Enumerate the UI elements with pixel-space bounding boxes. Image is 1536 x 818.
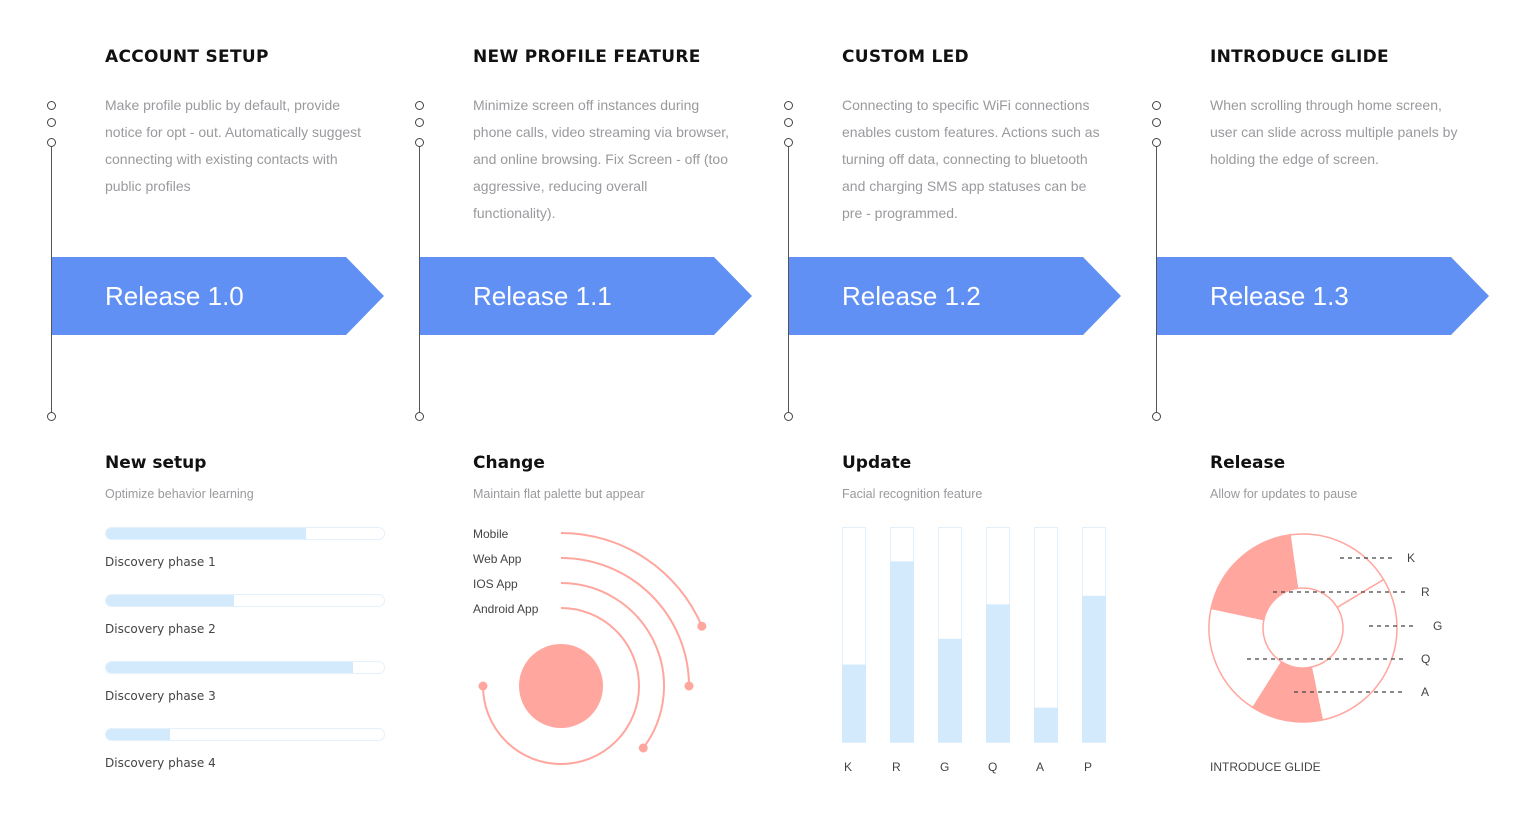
bar-A (1034, 707, 1058, 742)
timeline-node[interactable] (1151, 137, 1161, 147)
column-description: Minimize screen off instances during pho… (473, 97, 730, 221)
center-circle (519, 644, 603, 728)
column-title: ACCOUNT SETUP (105, 47, 269, 67)
release-arrow[interactable]: Release 1.3 (1156, 257, 1489, 335)
bar-track (842, 527, 866, 743)
orbit-dot (478, 681, 488, 691)
phase-label: Discovery phase 4 (105, 756, 216, 770)
phase-label: Discovery phase 3 (105, 689, 216, 703)
bar-P (1082, 595, 1106, 742)
phase-label: Discovery phase 2 (105, 622, 216, 636)
bar-track (938, 527, 962, 743)
timeline-line (787, 142, 789, 416)
platform-label: Android App (473, 602, 539, 616)
timeline-node[interactable] (46, 411, 56, 421)
progress-bar (105, 527, 385, 540)
column-title: INTRODUCE GLIDE (1210, 47, 1389, 67)
bar-axis-label: A (1036, 760, 1045, 774)
bar-axis-label: R (892, 760, 901, 774)
release-subtitle: Allow for updates to pause (1210, 487, 1358, 501)
platform-label: Mobile (473, 527, 509, 541)
bar-track (890, 527, 914, 743)
column-title: NEW PROFILE FEATURE (473, 47, 701, 67)
new_setup-title: New setup (105, 453, 207, 473)
bar-track (986, 527, 1010, 743)
release-label: Release 1.0 (105, 281, 244, 311)
release-label: Release 1.3 (1210, 281, 1349, 311)
timeline-node[interactable] (46, 117, 56, 127)
timeline-node[interactable] (783, 100, 793, 110)
timeline-node[interactable] (783, 117, 793, 127)
donut-label: Q (1421, 652, 1431, 666)
release-arrow[interactable]: Release 1.1 (419, 257, 752, 335)
timeline-node[interactable] (414, 117, 424, 127)
timeline-node[interactable] (1151, 117, 1161, 127)
progress-fill (106, 729, 170, 740)
progress-fill (106, 528, 307, 539)
bar-axis-label: Q (988, 760, 998, 774)
release-title: Release (1210, 453, 1286, 473)
donut-label: A (1421, 685, 1430, 699)
donut-label: K (1407, 551, 1416, 565)
change-title: Change (473, 453, 545, 473)
timeline-line (50, 142, 52, 416)
timeline-node[interactable] (414, 411, 424, 421)
column-description: When scrolling through home screen, user… (1210, 97, 1458, 167)
bar-axis-label: P (1084, 760, 1093, 774)
phase-label: Discovery phase 1 (105, 555, 216, 569)
platform-label: Web App (473, 552, 522, 566)
donut-label: R (1421, 585, 1430, 599)
donut-segment (1289, 533, 1385, 609)
timeline-node[interactable] (1151, 100, 1161, 110)
bar-R (890, 561, 914, 742)
column-description: Make profile public by default, provide … (105, 97, 362, 194)
update-title: Update (842, 453, 912, 473)
timeline-node[interactable] (46, 100, 56, 110)
release-label: Release 1.1 (473, 281, 612, 311)
donut-segment (1310, 578, 1398, 721)
release-label: Release 1.2 (842, 281, 981, 311)
new_setup-subtitle: Optimize behavior learning (105, 487, 254, 501)
release-arrow[interactable]: Release 1.0 (51, 257, 384, 335)
timeline-line (1155, 142, 1157, 416)
timeline-node[interactable] (414, 137, 424, 147)
progress-bar (105, 594, 385, 607)
bar-Q (986, 604, 1010, 742)
release-arrow[interactable]: Release 1.2 (788, 257, 1121, 335)
timeline-node[interactable] (414, 100, 424, 110)
column-title: CUSTOM LED (842, 47, 969, 67)
change-subtitle: Maintain flat palette but appear (473, 487, 645, 501)
orbit-arc (560, 582, 665, 749)
platform-label: IOS App (473, 577, 518, 591)
progress-bar (105, 728, 385, 741)
bar-track (1034, 527, 1058, 743)
bar-track (1082, 527, 1106, 743)
orbit-dot (638, 743, 648, 753)
bar-K (842, 664, 866, 742)
orbit-arc (560, 557, 690, 687)
bar-axis-label: K (844, 760, 853, 774)
orbit-dot (697, 621, 707, 631)
column-description: Connecting to specific WiFi connections … (842, 97, 1100, 221)
update-subtitle: Facial recognition feature (842, 487, 983, 501)
progress-bar (105, 661, 385, 674)
donut-segment (1208, 607, 1283, 709)
timeline-node[interactable] (783, 411, 793, 421)
donut-caption: INTRODUCE GLIDE (1210, 760, 1321, 774)
timeline-node[interactable] (46, 137, 56, 147)
timeline-node[interactable] (1151, 411, 1161, 421)
donut-segment (1251, 660, 1324, 723)
orbit-dot (684, 681, 694, 691)
donut-segment (1210, 534, 1299, 621)
timeline-line (418, 142, 420, 416)
progress-fill (106, 595, 234, 606)
progress-fill (106, 662, 354, 673)
timeline-node[interactable] (783, 137, 793, 147)
donut-label: G (1433, 619, 1443, 633)
bar-axis-label: G (940, 760, 950, 774)
orbit-arc (560, 532, 703, 627)
bar-G (938, 638, 962, 742)
orbit-arc (482, 607, 640, 765)
